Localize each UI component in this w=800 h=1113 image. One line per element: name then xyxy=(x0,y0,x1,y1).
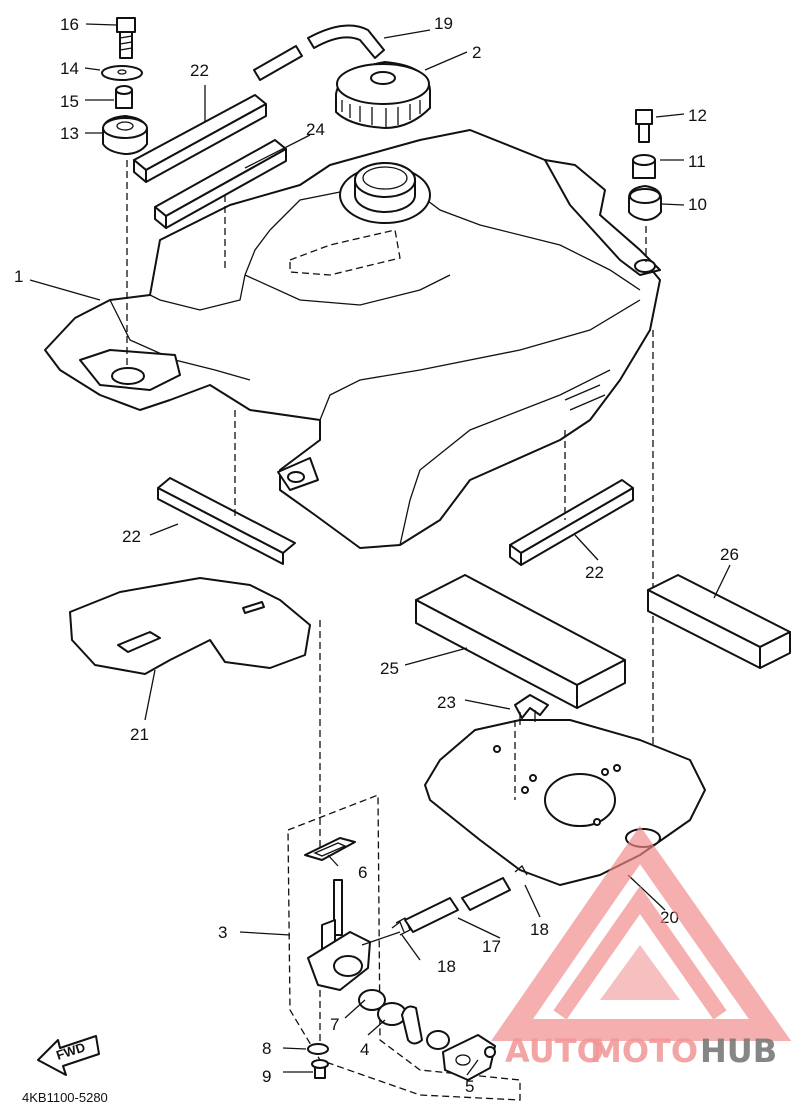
callout-7: 7 xyxy=(330,1015,339,1034)
pads xyxy=(415,574,791,709)
fuel-cock-assembly xyxy=(287,620,521,1101)
callout-23: 23 xyxy=(437,693,456,712)
callout-19: 19 xyxy=(434,14,453,33)
callout-5: 5 xyxy=(465,1077,474,1096)
callout-18a: 18 xyxy=(530,920,549,939)
callout-14: 14 xyxy=(60,59,79,78)
callout-2: 2 xyxy=(472,43,481,62)
watermark-moto: MOTO xyxy=(590,1032,698,1070)
left-mount-hardware xyxy=(101,17,148,368)
callout-18b: 18 xyxy=(437,957,456,976)
callout-21: 21 xyxy=(130,725,149,744)
callout-22-right: 22 xyxy=(585,563,604,582)
callout-15: 15 xyxy=(60,92,79,111)
callout-4: 4 xyxy=(360,1040,369,1059)
watermark: AUTO MOTO HUB xyxy=(491,825,792,1070)
clip xyxy=(514,694,549,725)
callout-22-top: 22 xyxy=(190,61,209,80)
callout-1: 1 xyxy=(14,267,23,286)
damper-strips xyxy=(133,94,634,566)
watermark-hub: HUB xyxy=(700,1032,777,1070)
fuel-hose xyxy=(391,864,528,933)
breather-hose xyxy=(253,24,385,81)
callout-16: 16 xyxy=(60,15,79,34)
fuel-tank xyxy=(44,129,661,549)
callout-13: 13 xyxy=(60,124,79,143)
forward-arrow: FWD xyxy=(37,1035,100,1076)
callout-6: 6 xyxy=(358,863,367,882)
diagram-part-code: 4KB1100-5280 xyxy=(22,1090,108,1105)
callout-10: 10 xyxy=(688,195,707,214)
right-mount-hardware xyxy=(628,109,662,820)
protector-sheet xyxy=(69,577,311,675)
watermark-auto: AUTO xyxy=(505,1032,604,1070)
callout-25: 25 xyxy=(380,659,399,678)
callout-24: 24 xyxy=(306,120,325,139)
callout-22-left: 22 xyxy=(122,527,141,546)
callout-labels: 1 2 3 4 5 6 7 8 9 10 11 12 13 14 15 16 1… xyxy=(14,14,739,1096)
callout-9: 9 xyxy=(262,1067,271,1086)
callout-17: 17 xyxy=(482,937,501,956)
callout-8: 8 xyxy=(262,1039,271,1058)
callout-12: 12 xyxy=(688,106,707,125)
leader-lines xyxy=(29,23,731,1076)
callout-3: 3 xyxy=(218,923,227,942)
fuel-cap xyxy=(335,61,431,129)
watermark-logo xyxy=(491,825,792,1041)
callout-11: 11 xyxy=(688,152,706,171)
callout-26: 26 xyxy=(720,545,739,564)
